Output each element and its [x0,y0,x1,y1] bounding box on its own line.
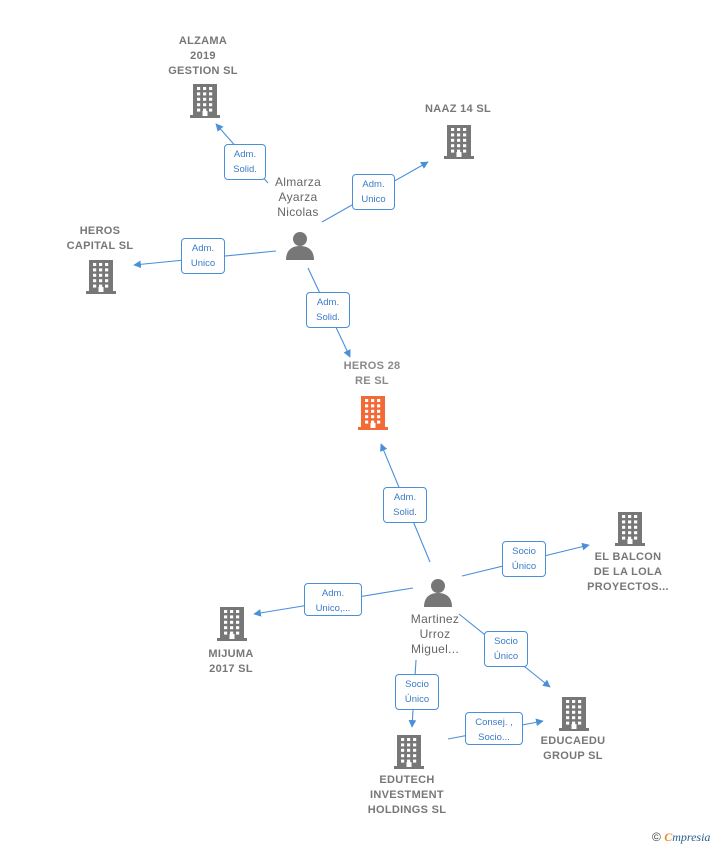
edge-label-martinez-balcon[interactable]: Socio Único [502,541,546,577]
edge-label-martinez-educaedu[interactable]: Socio Único [484,631,528,667]
brand-logo[interactable]: Cmpresia [664,830,710,844]
brand-initial: C [664,830,673,844]
building-icon[interactable] [394,735,424,774]
person-icon[interactable] [423,577,453,612]
edge-label-almarza-alzama[interactable]: Adm. Solid. [224,144,266,180]
brand-name: mpresia [672,830,711,844]
edge-label-martinez-mijuma[interactable]: Adm. Unico,... [304,583,362,616]
company-label-mijuma[interactable]: MIJUMA 2017 SL [208,648,254,675]
building-icon[interactable] [615,512,645,551]
person-label-martinez[interactable]: Martinez Urroz Miguel... [410,612,460,656]
edge-label-almarza-naaz[interactable]: Adm. Unico [352,174,395,210]
building-icon[interactable] [217,607,247,646]
company-label-edutech[interactable]: EDUTECH INVESTMENT HOLDINGS SL [367,774,447,816]
building-icon[interactable] [190,84,220,123]
company-label-heros-capital[interactable]: HEROS CAPITAL SL [66,225,134,252]
copyright-symbol: © [652,830,661,844]
building-icon[interactable] [358,396,388,435]
footer-brand: © Cmpresia [652,830,710,845]
edge-label-edutech-educaedu[interactable]: Consej. , Socio... [465,712,523,745]
person-label-almarza[interactable]: Almarza Ayarza Nicolas [274,175,322,219]
edge-label-almarza-heros28[interactable]: Adm. Solid. [306,292,350,328]
edge-label-martinez-edutech[interactable]: Socio Único [395,674,439,710]
building-icon[interactable] [86,260,116,299]
company-label-alzama[interactable]: ALZAMA 2019 GESTION SL [168,35,238,77]
company-label-naaz[interactable]: NAAZ 14 SL [425,103,491,115]
edge-label-almarza-heros-capital[interactable]: Adm. Unico [181,238,225,274]
person-icon[interactable] [285,230,315,265]
company-label-educaedu[interactable]: EDUCAEDU GROUP SL [540,735,606,762]
building-icon[interactable] [559,697,589,736]
company-label-heros28[interactable]: HEROS 28 RE SL [343,360,401,387]
edge-label-martinez-heros28[interactable]: Adm. Solid. [383,487,427,523]
company-label-balcon[interactable]: EL BALCON DE LA LOLA PROYECTOS... [587,551,669,593]
building-icon[interactable] [444,125,474,164]
